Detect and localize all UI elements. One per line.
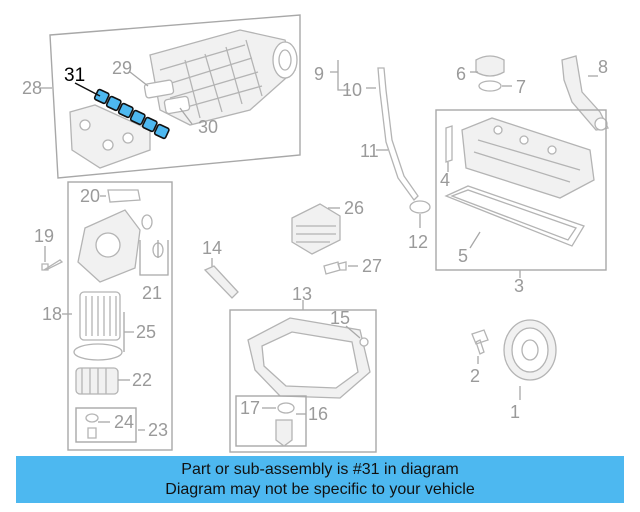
label-1: 1: [510, 402, 520, 422]
label-13: 13: [292, 284, 312, 304]
label-26: 26: [344, 198, 364, 218]
valve-cover-box: [435, 109, 607, 271]
dipstick-seal: [409, 200, 431, 214]
bolt-19: 19: [34, 226, 64, 271]
oil-pan-group: 13 15 16 17: [229, 284, 377, 453]
caption-line-1: Part or sub-assembly is #31 in diagram: [181, 461, 459, 478]
label-15: 15: [330, 308, 350, 328]
gasket-29: [143, 79, 175, 99]
gasket-set-31: [93, 88, 170, 140]
label-19: 19: [34, 226, 54, 246]
label-30: 30: [198, 117, 218, 137]
label-21: 21: [142, 283, 162, 303]
label-8: 8: [598, 57, 608, 77]
label-14: 14: [202, 238, 222, 258]
label-5: 5: [458, 246, 468, 266]
sensor-4: [445, 125, 453, 163]
label-6: 6: [456, 64, 466, 84]
label-31: 31: [64, 65, 85, 86]
crank-pulley-group: 2 1: [470, 319, 557, 422]
seal-21a: [141, 214, 153, 230]
intake-manifold-box: [49, 14, 301, 179]
label-16: 16: [308, 404, 328, 424]
gasket-30: [163, 95, 191, 115]
oil-filter-housing-group: 20 21 22 23 24 25 18: [42, 181, 173, 451]
oil-cap: [475, 55, 505, 77]
oil-filter-box: [67, 181, 173, 451]
label-22: 22: [132, 370, 152, 390]
lower-manifold: [69, 104, 151, 169]
valve-cover-group: 4 5 3: [435, 109, 607, 296]
drain-plug-washer: [85, 413, 99, 423]
label-11: 11: [360, 141, 379, 161]
label-12: 12: [408, 232, 428, 252]
label-28: 28: [22, 78, 42, 98]
label-4: 4: [440, 170, 450, 190]
label-25: 25: [136, 322, 156, 342]
label-9: 9: [314, 64, 324, 84]
drain-plug-box: [75, 407, 137, 443]
oil-pump-box: [235, 395, 307, 447]
label-10: 10: [342, 80, 362, 100]
label-3: 3: [514, 276, 524, 296]
oil-cooler: [291, 203, 341, 255]
oil-cap-seal: [478, 80, 502, 92]
oil-filter-cap: [75, 367, 119, 395]
label-17: 17: [240, 398, 260, 418]
breather-hose: 8: [561, 55, 609, 131]
parts-diagram: 28 29 30 31: [22, 14, 609, 453]
drain-plug: [87, 427, 97, 439]
label-23: 23: [148, 420, 168, 440]
label-7: 7: [516, 77, 526, 97]
label-20: 20: [80, 186, 100, 206]
seal-17: [277, 402, 295, 414]
label-29: 29: [112, 58, 132, 78]
leader-30: [179, 107, 193, 125]
oil-cap-group: 6 7: [456, 55, 526, 97]
gasket-20: [107, 189, 141, 203]
oil-cooler-group: 26 27: [291, 198, 382, 276]
leader-31: [74, 82, 101, 97]
valve-cover: [461, 117, 595, 199]
part-caption-banner: Part or sub-assembly is #31 in diagram D…: [16, 456, 624, 503]
leader-29: [129, 71, 149, 87]
dipstick-group: 9 10 11 12: [314, 60, 431, 252]
oil-filter-oring: [73, 343, 123, 361]
label-27: 27: [362, 256, 382, 276]
caption-line-2: Diagram may not be specific to your vehi…: [165, 481, 475, 498]
label-18: 18: [42, 304, 62, 324]
bolt-27: [323, 261, 347, 275]
bolt-2: [471, 329, 489, 355]
oil-pump-pickup: [275, 419, 293, 447]
dipstick: [377, 67, 419, 201]
oil-filter-element: [79, 291, 121, 341]
pipe-14: 14: [202, 238, 239, 299]
label-2: 2: [470, 366, 480, 386]
label-24: 24: [114, 412, 134, 432]
intake-manifold-group: 28 29 30 31: [22, 14, 301, 179]
